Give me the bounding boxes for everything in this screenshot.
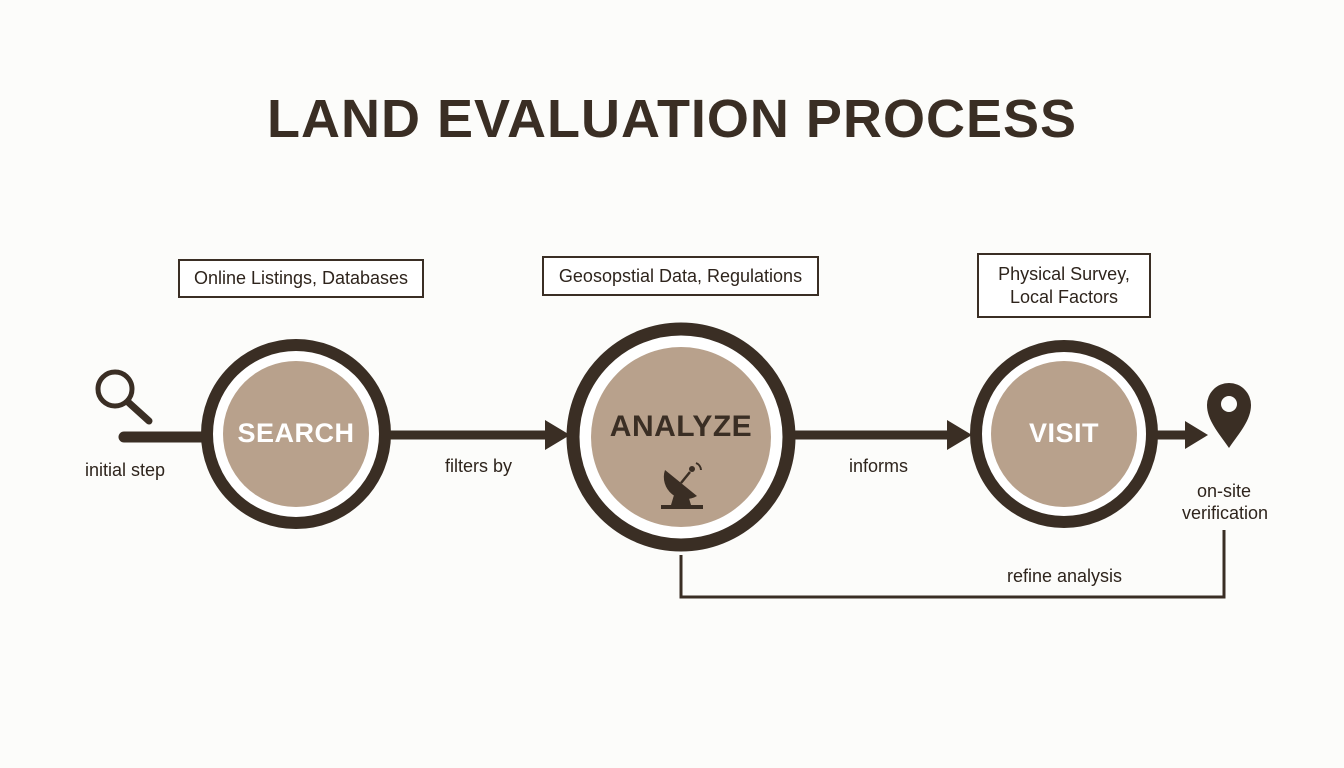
satellite-dish-icon [661, 462, 703, 509]
start-edge-label: initial step [85, 460, 166, 480]
search-source-text: Online Listings, Databases [193, 268, 409, 288]
search-icon [95, 369, 153, 425]
visit-source-text-line1: Physical Survey, [998, 263, 1130, 284]
node-analyze [566, 322, 796, 552]
node-visit [970, 340, 1158, 528]
node-search [201, 339, 391, 529]
search-node-label: SEARCH [237, 418, 355, 448]
visit-source-box: Physical Survey, Local Factors [977, 253, 1151, 318]
analyze-to-visit-label: informs [849, 456, 909, 476]
visit-node-label: VISIT [1028, 418, 1099, 448]
search-to-analyze-arrowhead [545, 420, 570, 450]
feedback-edge-label: refine analysis [1007, 566, 1123, 586]
analyze-node-label: ANALYZE [609, 410, 753, 443]
search-to-analyze-label: filters by [445, 456, 513, 476]
visit-source-text-line2: Local Factors [1009, 286, 1119, 307]
analyze-source-text: Geosopstial Data, Regulations [558, 265, 803, 286]
map-pin-icon [1207, 383, 1251, 448]
end-edge-label-line1: on-site [1196, 481, 1252, 501]
end-edge-label-line2: verification [1181, 503, 1269, 523]
feedback-loop-line [679, 530, 1226, 599]
search-source-box: Online Listings, Databases [178, 259, 424, 298]
visit-to-end-arrowhead [1185, 421, 1208, 449]
analyze-to-visit-arrowhead [947, 420, 972, 450]
page-title: LAND EVALUATION PROCESS [266, 89, 1078, 149]
analyze-source-box: Geosopstial Data, Regulations [542, 256, 819, 296]
